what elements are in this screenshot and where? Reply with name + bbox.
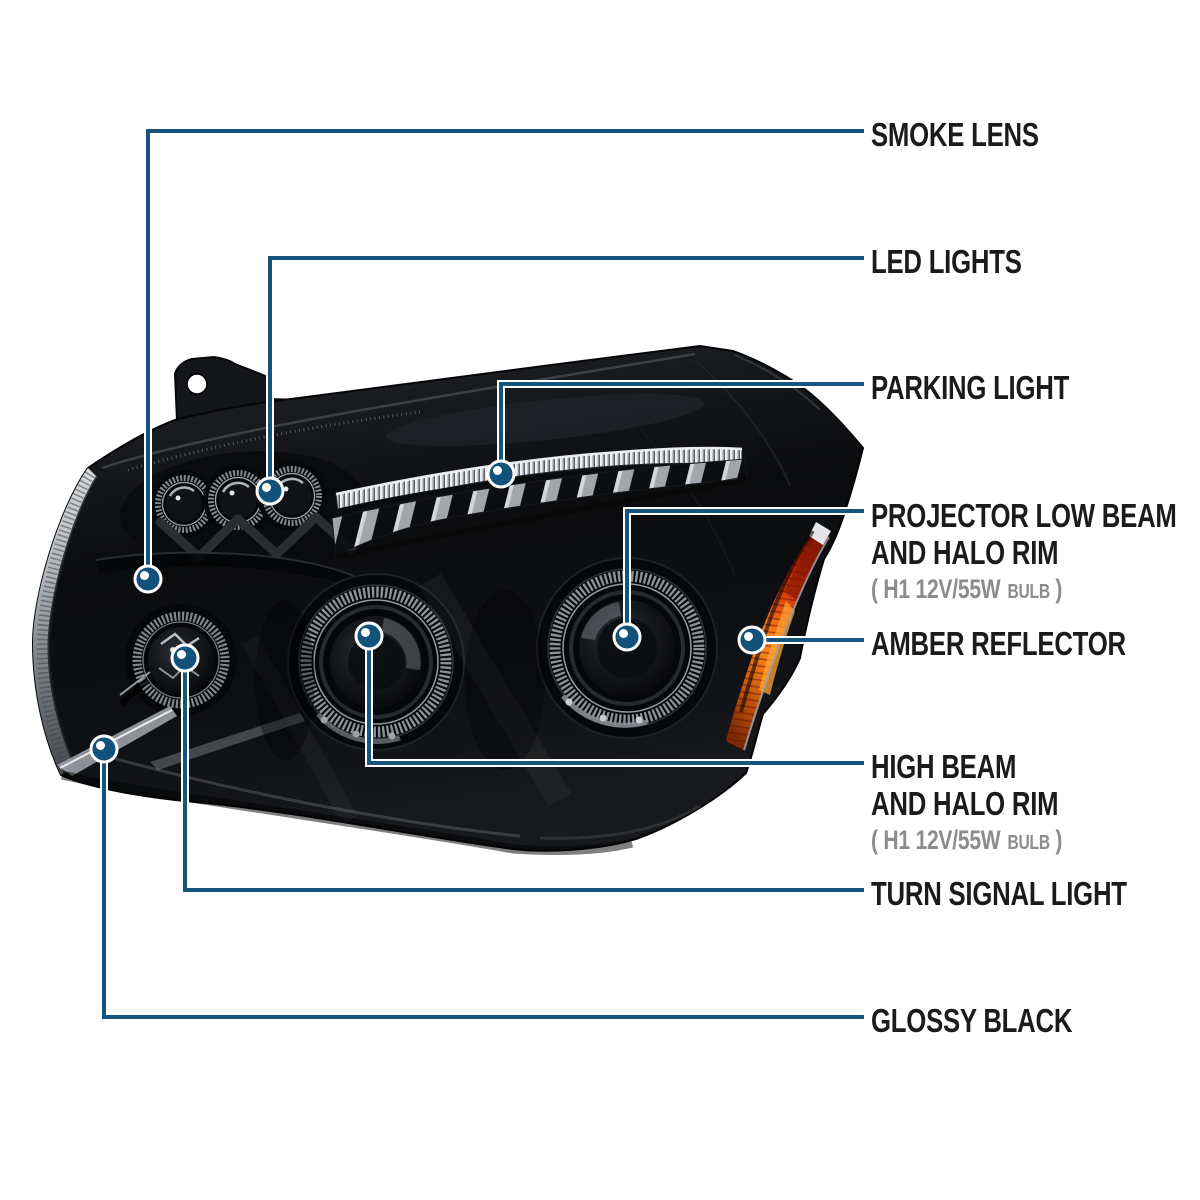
label-text: GLOSSY BLACK	[871, 1002, 1073, 1039]
label-text: TURN SIGNAL LIGHT	[871, 875, 1127, 912]
label-led-lights: LED LIGHTS	[871, 243, 1064, 280]
leader-glossy-black	[100, 749, 864, 1021]
high-beam-projector	[287, 573, 465, 751]
marker-smoke-lens	[133, 564, 163, 594]
label-text-line2: AND HALO RIM	[871, 534, 1059, 571]
label-parking-light: PARKING LIGHT	[871, 369, 1125, 406]
marker-led-lights	[255, 476, 285, 506]
label-text: LED LIGHTS	[871, 243, 1022, 280]
label-projector-low-beam: PROJECTOR LOW BEAM AND HALO RIM ( H1 12V…	[871, 497, 1200, 607]
marker-turn-signal-light	[170, 643, 200, 673]
marker-high-beam	[354, 621, 384, 651]
marker-amber-reflector	[737, 625, 767, 655]
marker-parking-light	[486, 459, 516, 489]
label-turn-signal-light: TURN SIGNAL LIGHT	[871, 875, 1199, 912]
label-smoke-lens: SMOKE LENS	[871, 116, 1086, 153]
label-text-line2: AND HALO RIM	[871, 785, 1059, 822]
leader-high-beam	[365, 636, 864, 767]
right-facet-seam-1	[694, 359, 791, 486]
label-text: PARKING LIGHT	[871, 369, 1070, 406]
marker-projector-low-beam	[612, 622, 642, 652]
tab-hole	[186, 373, 208, 395]
leader-led-lights	[266, 254, 864, 491]
label-text: SMOKE LENS	[871, 116, 1039, 153]
label-text-line1: PROJECTOR LOW BEAM	[871, 497, 1177, 534]
shelf-edge	[95, 551, 357, 578]
leader-smoke-lens	[144, 127, 864, 579]
label-text-line1: HIGH BEAM	[871, 748, 1017, 785]
marker-glossy-black	[89, 734, 119, 764]
headlight-photo	[31, 344, 865, 856]
lens-top-texture	[127, 410, 421, 472]
label-glossy-black: GLOSSY BLACK	[871, 1002, 1129, 1039]
leader-turn-signal-light	[181, 658, 864, 894]
callout-leaders	[100, 127, 864, 1021]
right-facet-seam-2	[639, 429, 736, 576]
upper-gloss	[385, 394, 705, 446]
label-amber-reflector: AMBER REFLECTOR	[871, 625, 1198, 662]
label-text: AMBER REFLECTOR	[871, 625, 1126, 662]
leader-parking-light	[497, 380, 864, 474]
amber-tip-highlight	[809, 522, 831, 545]
lens-top-seam	[101, 352, 696, 470]
leader-projector-low-beam	[623, 507, 864, 637]
left-chrome-rim	[33, 468, 99, 775]
shelf-shadow	[96, 552, 360, 590]
reflector-fins	[331, 458, 748, 560]
callout-markers	[89, 459, 767, 764]
